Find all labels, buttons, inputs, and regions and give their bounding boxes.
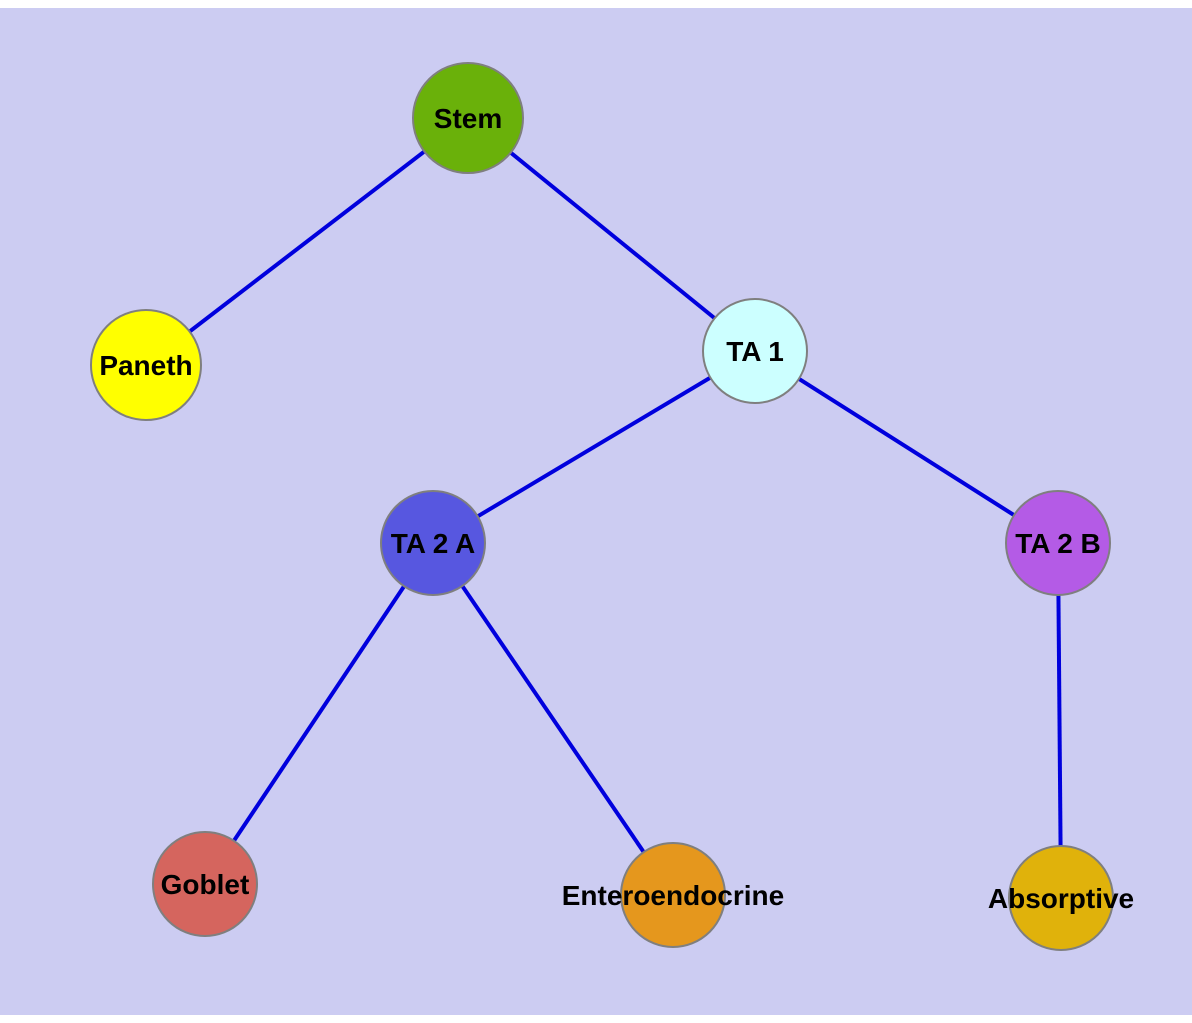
edge-ta1-ta2b bbox=[753, 349, 1060, 545]
node-paneth bbox=[90, 309, 202, 421]
node-ta2a bbox=[380, 490, 486, 596]
node-ta2b bbox=[1005, 490, 1111, 596]
edge-ta1-ta2a bbox=[431, 349, 757, 545]
node-label-enteroendocrine: Enteroendocrine bbox=[562, 880, 784, 911]
node-label-ta2b: TA 2 B bbox=[1015, 528, 1101, 559]
node-label-ta2a: TA 2 A bbox=[391, 528, 476, 559]
node-label-ta1: TA 1 bbox=[726, 336, 784, 367]
node-label-paneth: Paneth bbox=[99, 350, 192, 381]
edge-ta2a-enteroendocrine bbox=[431, 541, 675, 897]
node-ta1 bbox=[702, 298, 808, 404]
edge-ta2b-absorptive bbox=[1056, 542, 1063, 899]
node-label-goblet: Goblet bbox=[161, 869, 250, 900]
node-goblet bbox=[152, 831, 258, 937]
node-stem bbox=[412, 62, 524, 174]
node-label-stem: Stem bbox=[434, 103, 502, 134]
node-enteroendocrine bbox=[620, 842, 726, 948]
edge-ta2a-goblet bbox=[203, 541, 435, 886]
node-absorptive bbox=[1008, 845, 1114, 951]
edge-stem-paneth bbox=[144, 116, 470, 367]
edge-stem-ta1 bbox=[466, 116, 757, 353]
node-label-absorptive: Absorptive bbox=[988, 883, 1134, 914]
